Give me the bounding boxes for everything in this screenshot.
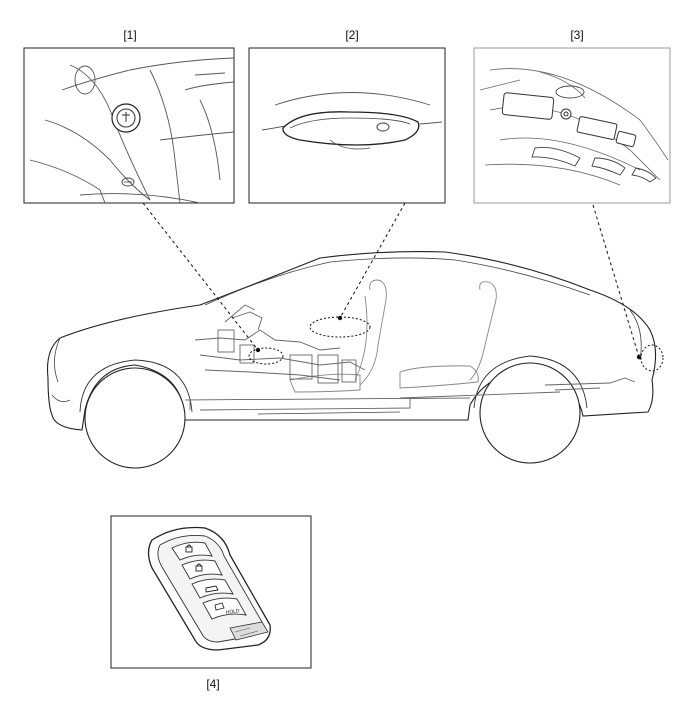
leader-lines: [142, 202, 640, 358]
rear-wheel: [473, 355, 588, 464]
dashboard-linework: [29, 57, 235, 204]
car-body-outline: [46, 251, 657, 431]
callout-label-1: [1]: [123, 28, 137, 42]
small-emblem-icon: [121, 177, 135, 187]
front-wheel: [79, 359, 193, 469]
location-marker-1: [248, 347, 284, 365]
leader-line-2: [339, 202, 406, 319]
start-stop-button-icon: [111, 103, 141, 133]
callout-label-4: [4]: [206, 677, 220, 691]
location-marker-3: [640, 344, 664, 372]
license-plate-lamp-icon: [501, 92, 637, 148]
detail-frame-2: [248, 47, 446, 204]
smart-key-fob-icon: HOLD: [147, 526, 271, 651]
detail-frame-1: [23, 47, 235, 204]
car-side-view: [46, 251, 657, 469]
seats: [289, 279, 497, 393]
leader-line-3: [592, 204, 640, 358]
callout-label-3: [3]: [570, 28, 584, 42]
callout-label-2: [2]: [345, 28, 359, 42]
door-handle-icon: [282, 111, 420, 150]
detail-frame-3: [473, 47, 671, 204]
fob-button-icons: [185, 544, 225, 611]
leader-line-1: [142, 202, 259, 351]
fob-hold-text: HOLD: [225, 608, 240, 616]
wiring-harness: [189, 304, 636, 411]
leader-dots: [255, 315, 642, 360]
detail-frame-4: HOLD: [110, 515, 312, 669]
trunk-switch-icon: [531, 85, 657, 183]
